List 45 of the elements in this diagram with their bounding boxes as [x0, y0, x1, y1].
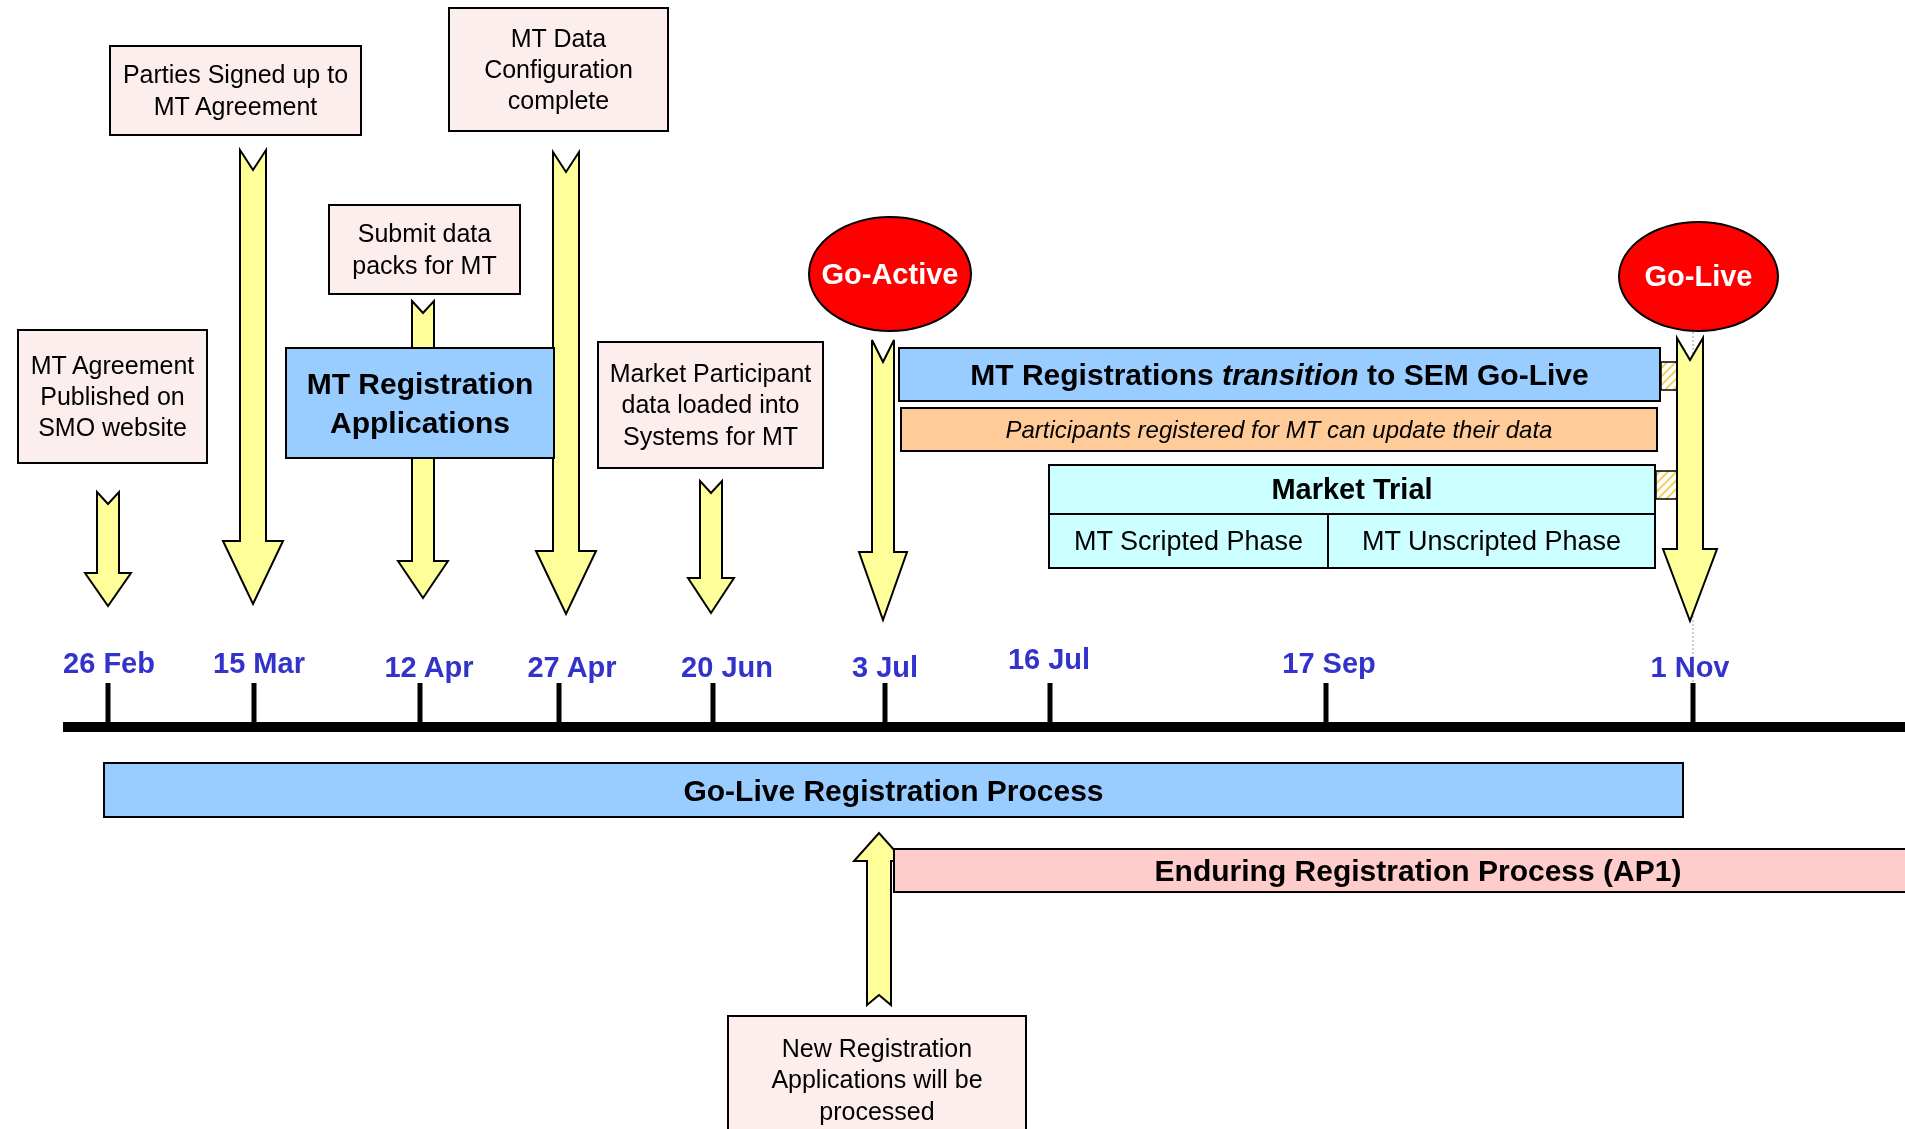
block-arrow — [1661, 334, 1719, 624]
phase-bar — [898, 347, 1661, 402]
date-label: 3 Jul — [851, 652, 919, 684]
date-label: 27 Apr — [527, 652, 617, 684]
date-label: 17 Sep — [1282, 648, 1376, 680]
note-bar — [900, 407, 1658, 452]
block-arrow — [83, 489, 133, 608]
callout-text: MT Data Configuration complete — [483, 22, 634, 117]
block-arrow — [534, 148, 598, 617]
phase-bar — [285, 347, 555, 459]
callout-text: MT Agreement Published on SMO website — [29, 349, 196, 444]
callout-box — [448, 7, 669, 132]
milestone-label: Go-Live — [1644, 260, 1753, 293]
trial-phase-label: MT Scripted Phase — [1073, 525, 1304, 557]
trial-bar — [1048, 464, 1656, 515]
date-label: 26 Feb — [63, 648, 155, 680]
milestone-label: Go-Active — [821, 257, 959, 291]
callout-text: Market Participant data loaded into Systems for MT — [608, 358, 813, 452]
callout-box — [727, 1015, 1027, 1129]
callout-text: Submit data packs for MT — [351, 218, 498, 281]
phase-label: MT Registration Applications — [305, 366, 535, 441]
trial-label: Market Trial — [1271, 473, 1433, 506]
date-label: 1 Nov — [1650, 652, 1730, 684]
phase-label: MT Registrations transition to SEM Go-Live — [970, 357, 1589, 393]
process-label: Enduring Registration Process (AP1) — [1154, 853, 1682, 888]
date-label: 12 Apr — [384, 652, 474, 684]
block-arrow — [857, 339, 909, 623]
date-label: 15 Mar — [213, 648, 305, 680]
process-bar — [893, 848, 1905, 893]
phase-label: Go-Live Registration Process — [683, 772, 1104, 809]
callout-text: New Registration Applications will be processed — [770, 1033, 984, 1127]
phase-bar — [103, 762, 1684, 818]
block-arrow — [221, 146, 285, 607]
trial-phase-bar — [1327, 513, 1656, 569]
trial-phase-bar — [1048, 513, 1329, 569]
trial-phase-label: MT Unscripted Phase — [1361, 525, 1622, 557]
callout-text: Parties Signed up to MT Agreement — [121, 59, 350, 122]
date-label: 20 Jun — [681, 652, 773, 684]
note-text: Participants registered for MT can update their data — [1005, 415, 1553, 444]
block-arrow — [686, 478, 736, 615]
callout-box — [17, 329, 208, 464]
callout-box — [109, 45, 362, 136]
callout-box — [328, 204, 521, 295]
date-label: 16 Jul — [1007, 644, 1091, 676]
callout-box — [597, 341, 824, 469]
